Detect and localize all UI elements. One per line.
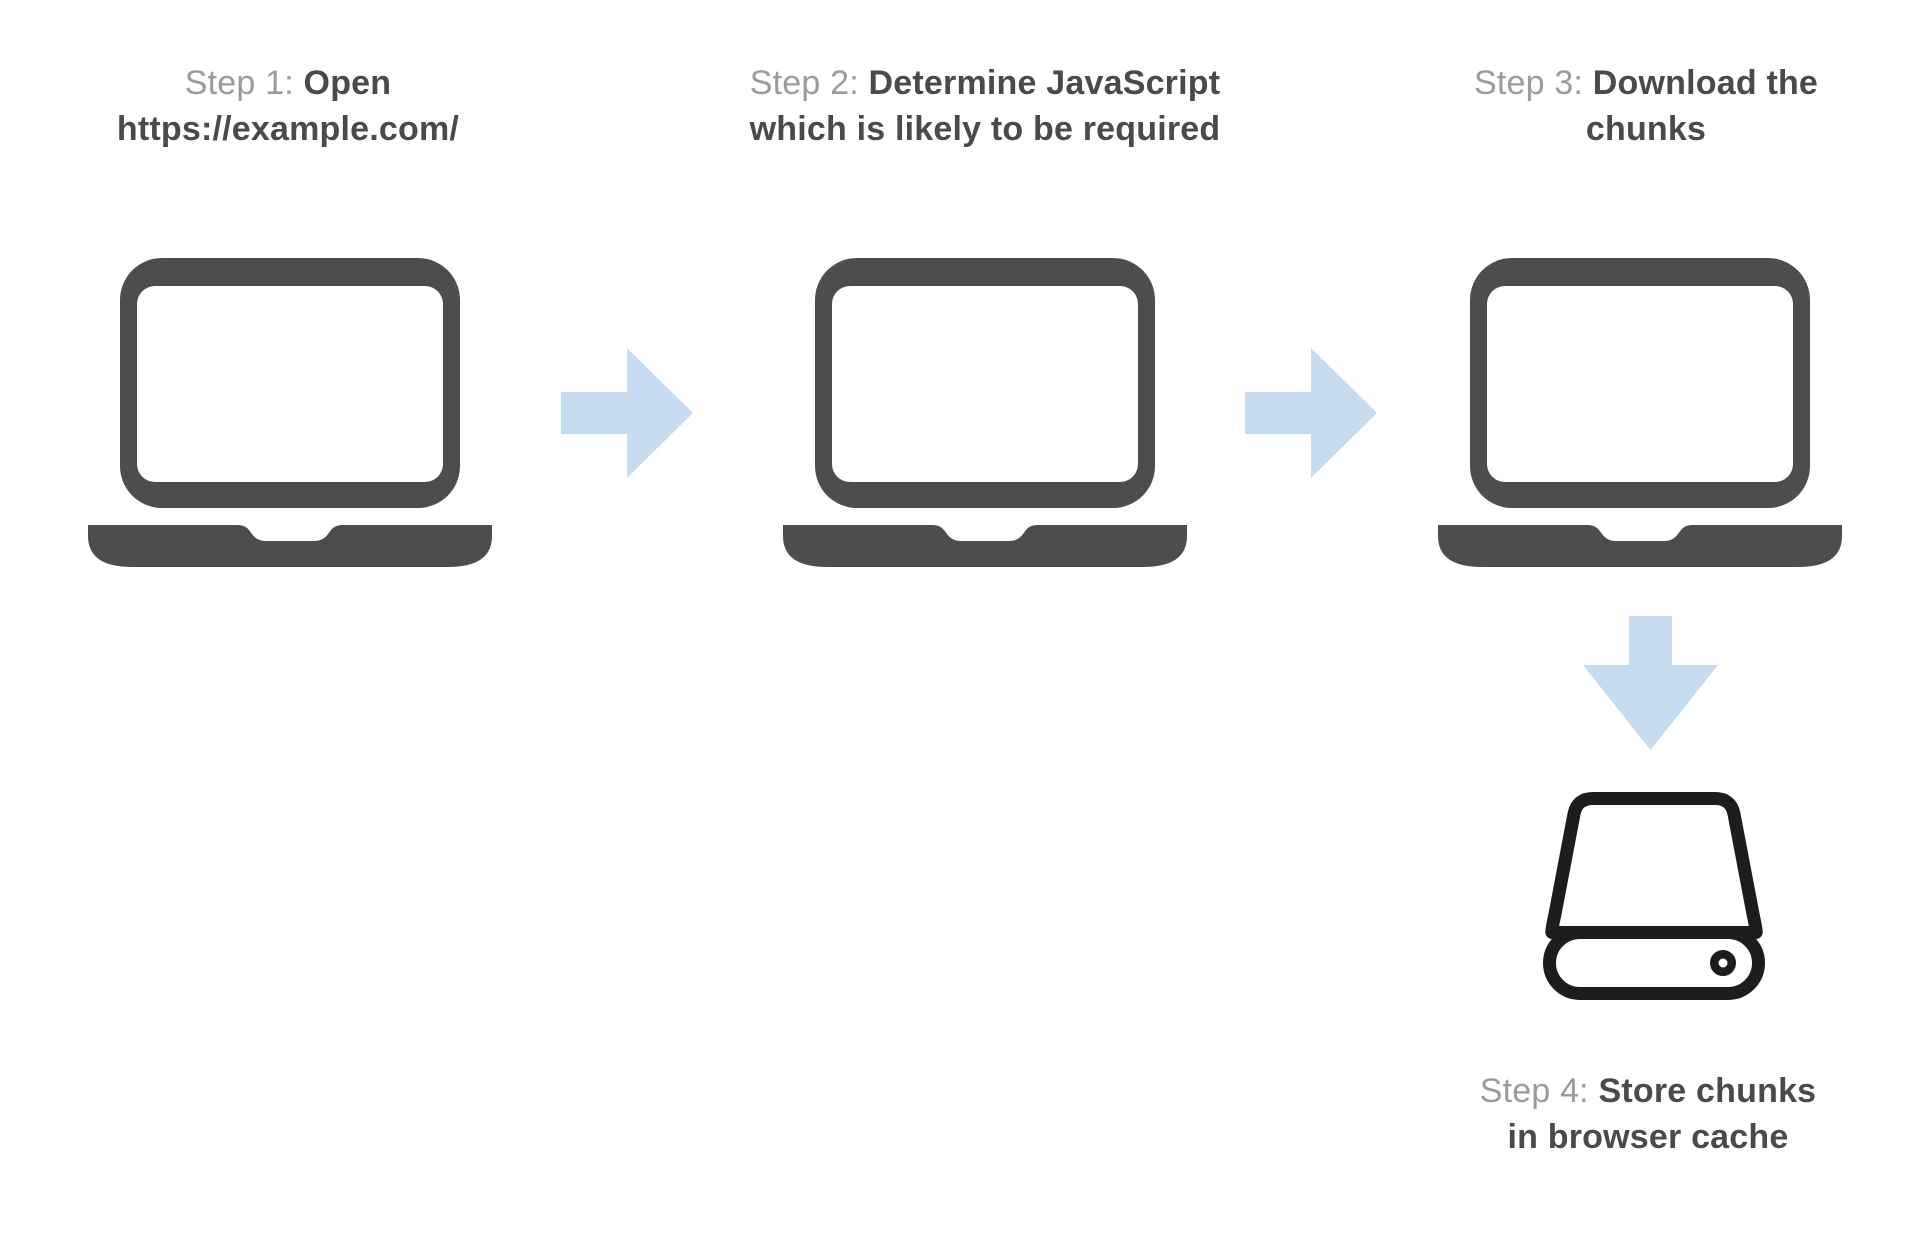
step-1-title-line-2: https://example.com/ — [116, 110, 460, 148]
step-3-prefix: Step 3: — [1473, 64, 1584, 102]
arrow-down-shape — [1583, 616, 1718, 750]
laptop-screen — [1487, 286, 1793, 482]
laptop-base — [88, 525, 492, 567]
laptop-icon — [783, 258, 1187, 567]
step-2-prefix: Step 2: — [749, 64, 859, 102]
step-4-prefix: Step 4: — [1479, 1072, 1589, 1110]
arrow-right-icon — [1245, 348, 1377, 478]
step-2-title-line-2: which is likely to be required — [749, 110, 1221, 148]
laptop-icon — [1438, 258, 1842, 567]
arrow-right-shape — [561, 348, 693, 478]
arrow-down-icon — [1583, 616, 1718, 750]
step-3-title-line-2: chunks — [1585, 110, 1707, 148]
arrow-right-shape — [1245, 348, 1377, 478]
laptop-screen — [832, 286, 1138, 482]
laptop-screen — [137, 286, 443, 482]
laptop-icon — [88, 258, 492, 567]
step-2-label: Step 2: Determine JavaScript which is li… — [685, 60, 1285, 152]
hard-drive-icon — [1543, 792, 1765, 1000]
step-1-prefix: Step 1: — [184, 64, 294, 102]
hard-drive-body — [1545, 792, 1763, 939]
step-4-title-line-2: in browser cache — [1507, 1118, 1789, 1156]
step-3-label: Step 3: Download the chunks — [1346, 60, 1916, 152]
laptop-base — [783, 525, 1187, 567]
step-1-label: Step 1: Open https://example.com/ — [0, 60, 588, 152]
hard-drive-base — [1543, 926, 1765, 1000]
step-4-title-line-1: Store chunks — [1598, 1072, 1817, 1110]
step-1-title-line-1: Open — [303, 64, 392, 102]
step-3-title-line-1: Download the — [1592, 64, 1819, 102]
step-4-label: Step 4: Store chunks in browser cache — [1348, 1068, 1916, 1160]
step-2-title-line-1: Determine JavaScript — [868, 64, 1221, 102]
laptop-base — [1438, 525, 1842, 567]
hard-drive-indicator-light — [1710, 950, 1736, 976]
arrow-right-icon — [561, 348, 693, 478]
